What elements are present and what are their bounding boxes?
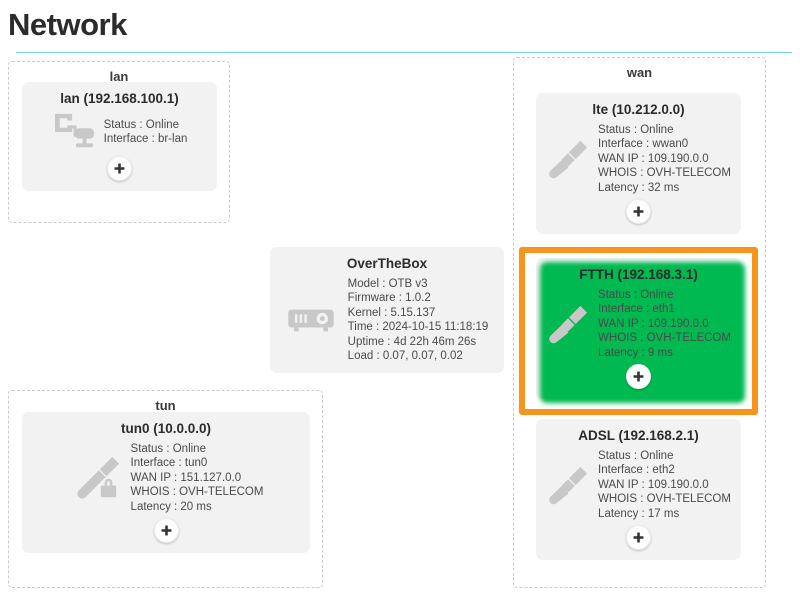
network-diagram-canvas: lan lan (192.168.100.1) Status : Online … <box>0 53 800 593</box>
plug-icon <box>546 304 590 344</box>
field: Latency : 17 ms <box>598 507 680 520</box>
card-lan[interactable]: lan (192.168.100.1) Status : Online Inte… <box>22 82 217 191</box>
field: Status : Online <box>598 289 674 301</box>
card-ftth-body: Status : Online Interface : eth1 WAN IP … <box>546 288 731 360</box>
field: WHOIS : OVH-TELECOM <box>130 486 264 499</box>
plug-icon <box>546 139 590 179</box>
card-tun0-fields: Status : Online Interface : tun0 WAN IP … <box>131 442 264 514</box>
field: Latency : 20 ms <box>130 500 212 513</box>
field: Status : Online <box>130 443 206 455</box>
secure-plug-icon <box>69 454 123 502</box>
card-overthebox-title: OverTheBox <box>346 256 428 271</box>
group-lan-label: lan <box>109 69 129 84</box>
router-box-icon <box>286 303 336 337</box>
field: WHOIS : OVH-TELECOM <box>598 332 731 345</box>
field: Interface : wwan0 <box>598 138 689 151</box>
add-button[interactable] <box>153 518 179 544</box>
card-adsl[interactable]: ADSL (192.168.2.1) Status : Online Inter… <box>536 419 741 561</box>
field: Time : 2024-10-15 11:18:19 <box>347 321 489 334</box>
field: Model : OTB v3 <box>347 278 428 290</box>
title-divider <box>16 52 792 53</box>
plus-icon <box>633 371 644 382</box>
field: Latency : 9 ms <box>598 346 673 359</box>
card-lte-title: lte (10.212.0.0) <box>592 102 685 117</box>
field: Firmware : 1.0.2 <box>347 292 431 305</box>
plus-icon <box>161 525 171 536</box>
field: WHOIS : OVH-TELECOM <box>598 493 731 506</box>
card-tun0-body: Status : Online Interface : tun0 WAN IP … <box>32 442 300 514</box>
card-lte-fields: Status : Online Interface : wwan0 WAN IP… <box>598 123 731 195</box>
field: Interface : tun0 <box>130 457 208 470</box>
card-ftth-fields: Status : Online Interface : eth1 WAN IP … <box>598 288 731 360</box>
card-overthebox[interactable]: OverTheBox Model : OTB v3 Firmware : 1.0… <box>270 247 504 374</box>
network-computers-icon <box>52 112 98 152</box>
card-tun0[interactable]: tun0 (10.0.0.0) Status : Online Interfac… <box>22 412 310 554</box>
add-button[interactable] <box>626 364 651 390</box>
card-ftth-footer <box>546 364 731 390</box>
field: Latency : 32 ms <box>598 181 680 194</box>
card-overthebox-body: Model : OTB v3 Firmware : 1.0.2 Kernel :… <box>280 277 494 363</box>
group-tun: tun <box>8 390 323 588</box>
plus-icon <box>633 206 644 217</box>
field: Uptime : 4d 22h 46m 26s <box>347 335 477 348</box>
page-header: Network <box>0 0 800 53</box>
add-button[interactable] <box>626 525 651 551</box>
field: WAN IP : 109.190.0.0 <box>598 478 709 491</box>
field: WAN IP : 109.190.0.0 <box>598 152 709 165</box>
field: Kernel : 5.15.137 <box>347 306 436 319</box>
group-wan: wan <box>513 57 766 588</box>
page-title: Network <box>8 7 127 42</box>
card-lte[interactable]: lte (10.212.0.0) Status : Online Interfa… <box>536 93 741 235</box>
field: Interface : br-lan <box>103 133 188 145</box>
card-ftth-title: FTTH (192.168.3.1) <box>579 267 698 282</box>
field: WAN IP : 151.127.0.0 <box>130 471 242 484</box>
card-lan-fields: Status : Online Interface : br-lan <box>104 118 188 147</box>
card-adsl-fields: Status : Online Interface : eth2 WAN IP … <box>598 449 731 521</box>
card-tun0-title: tun0 (10.0.0.0) <box>120 421 212 436</box>
card-adsl-body: Status : Online Interface : eth2 WAN IP … <box>546 449 731 521</box>
card-adsl-footer <box>546 525 731 551</box>
card-lte-body: Status : Online Interface : wwan0 WAN IP… <box>546 123 731 195</box>
group-wan-label: wan <box>626 65 653 80</box>
group-tun-label: tun <box>155 398 176 413</box>
field: Load : 0.07, 0.07, 0.02 <box>347 350 463 363</box>
add-button[interactable] <box>626 199 651 225</box>
field: Status : Online <box>598 450 674 462</box>
card-tun0-footer <box>32 518 300 544</box>
plus-icon <box>633 532 644 543</box>
plug-icon <box>546 465 590 505</box>
card-lan-body: Status : Online Interface : br-lan <box>32 112 207 152</box>
field: Interface : eth2 <box>598 464 675 477</box>
field: WHOIS : OVH-TELECOM <box>598 167 731 180</box>
plus-icon <box>114 163 125 174</box>
field: Status : Online <box>103 118 180 131</box>
field: Status : Online <box>598 124 674 136</box>
add-button[interactable] <box>107 156 132 181</box>
group-lan: lan <box>8 61 230 223</box>
card-lan-footer <box>32 156 207 181</box>
card-overthebox-fields: Model : OTB v3 Firmware : 1.0.2 Kernel :… <box>348 277 489 363</box>
field: Interface : eth1 <box>598 303 675 316</box>
field: WAN IP : 109.190.0.0 <box>598 317 709 330</box>
card-lte-footer <box>546 199 731 225</box>
card-adsl-title: ADSL (192.168.2.1) <box>578 428 699 443</box>
card-lan-title: lan (192.168.100.1) <box>60 91 179 106</box>
card-ftth[interactable]: FTTH (192.168.3.1) Status : Online Inter… <box>536 258 741 400</box>
